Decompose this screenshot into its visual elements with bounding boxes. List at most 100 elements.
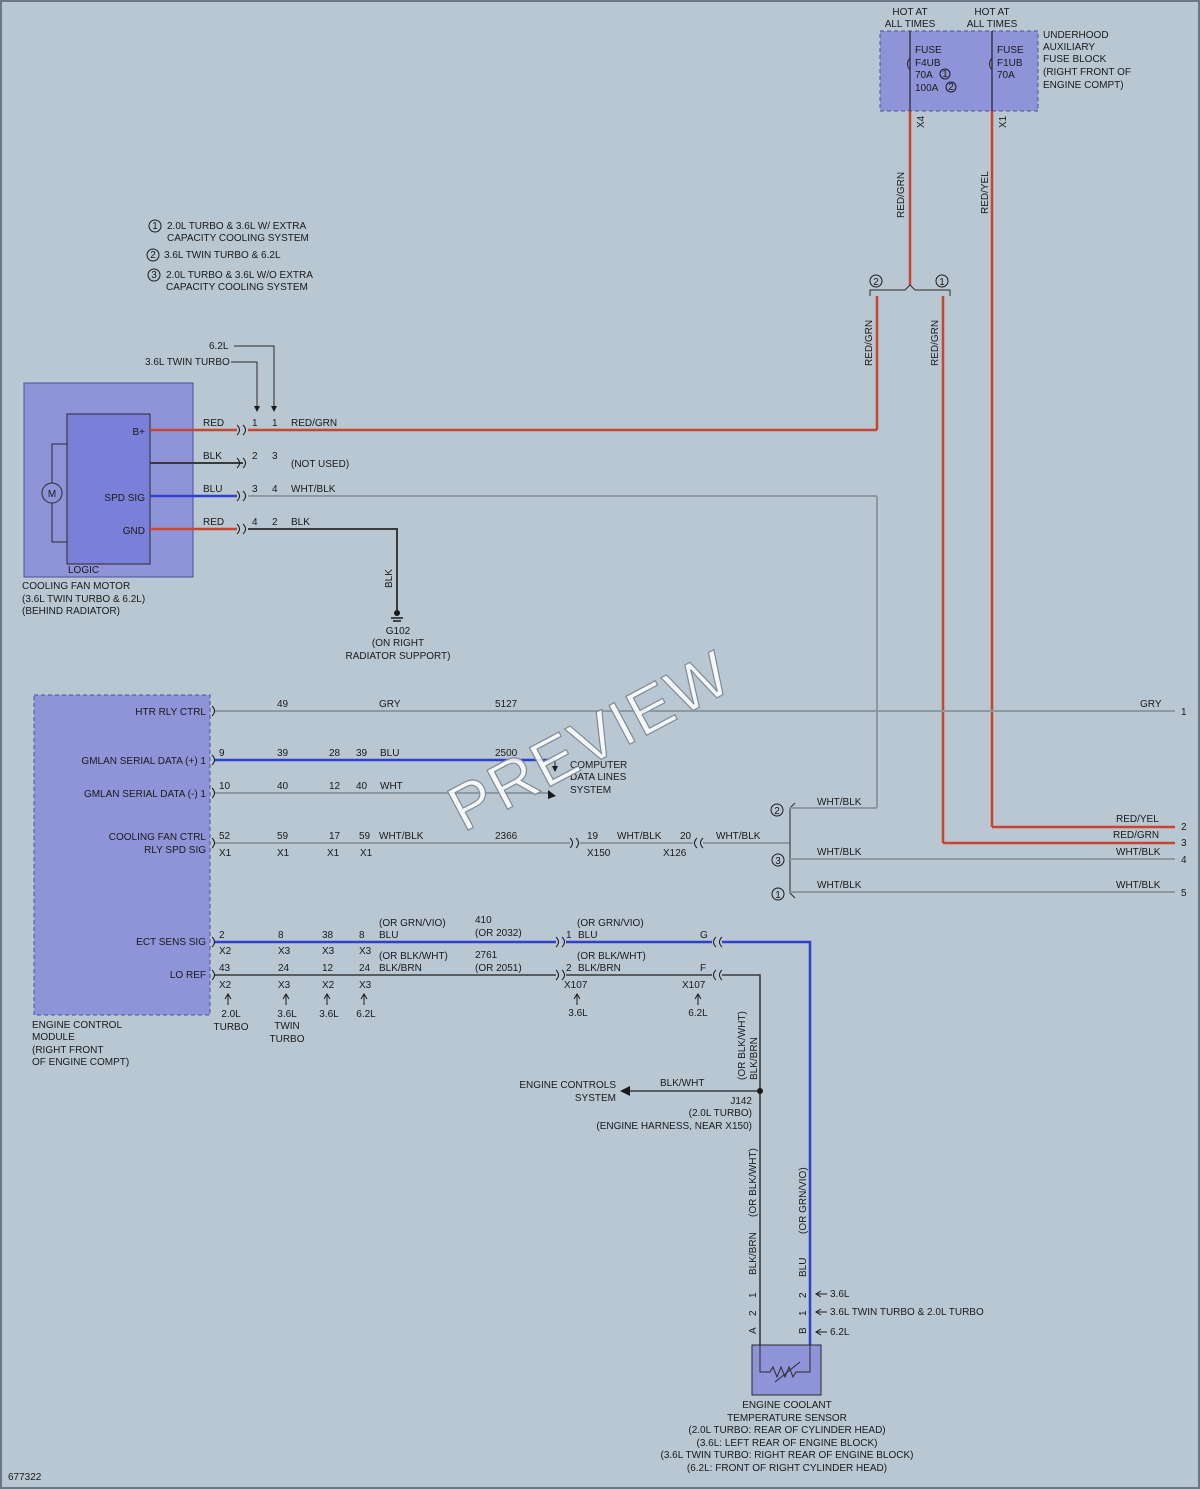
r1-wire-end: GRY xyxy=(1140,699,1162,710)
fuse-hot-label-4: ALL TIMES xyxy=(967,19,1018,30)
ect-alt: (OR GRN/VIO) xyxy=(379,918,446,929)
legend-mark-1: 1 xyxy=(152,221,158,232)
legend: 1 2.0L TURBO & 3.6L W/ EXTRA CAPACITY CO… xyxy=(146,219,313,293)
sensor-caption-4: (3.6L: LEFT REAR OF ENGINE BLOCK) xyxy=(697,1438,878,1449)
fan-w1b: RED/GRN xyxy=(291,418,337,429)
ecm-pin-cf2: RLY SPD SIG xyxy=(144,845,206,856)
ect-p3: 38 xyxy=(322,930,334,941)
legend-3-line-b: CAPACITY COOLING SYSTEM xyxy=(166,282,308,293)
fuse1-label-d: 100A xyxy=(915,83,939,94)
sensor-caption-1: ENGINE COOLANT xyxy=(742,1400,831,1411)
lo-circuit2: (OR 2051) xyxy=(475,963,522,974)
sensor-pin-a: A xyxy=(748,1327,759,1334)
lo-p5: 2 xyxy=(566,963,572,974)
r4-circuit: 2366 xyxy=(495,831,518,842)
r3-pin2: 40 xyxy=(277,781,289,792)
fan-p3a: 3 xyxy=(252,484,258,495)
fan-logic-label: LOGIC xyxy=(68,565,99,576)
sensor-pin-a2: 2 xyxy=(748,1310,759,1316)
r2-pin1: 9 xyxy=(219,748,225,759)
ect-x2: X3 xyxy=(278,946,291,957)
split-right-3-wire: WHT/BLK xyxy=(817,847,862,858)
splice-name-3: (ENGINE HARNESS, NEAR X150) xyxy=(596,1121,752,1132)
fan-caption-3: (BEHIND RADIATOR) xyxy=(22,606,120,617)
ecm-pin-cf1: COOLING FAN CTRL xyxy=(109,832,207,843)
variant-6-2l: 6.2L xyxy=(356,1009,376,1020)
ect-p2: 8 xyxy=(278,930,284,941)
fan-w3b: WHT/BLK xyxy=(291,484,336,495)
diagram-id: 677322 xyxy=(8,1472,42,1483)
fan-variant-36tt: 3.6L TWIN TURBO xyxy=(145,357,230,368)
ground-icon xyxy=(394,610,400,616)
ect-circuit1: 410 xyxy=(475,915,492,926)
ecs-label-2: SYSTEM xyxy=(575,1093,616,1104)
splice-name-2: (2.0L TURBO) xyxy=(689,1108,752,1119)
variant-2-0l-b: TURBO xyxy=(214,1022,249,1033)
lo-wire: BLK/BRN xyxy=(379,963,422,974)
fan-p2b: 3 xyxy=(272,451,278,462)
lo-circuit1: 2761 xyxy=(475,950,498,961)
wire-label-red-grn-right: RED/GRN xyxy=(930,320,941,366)
lo-x4: X3 xyxy=(359,980,372,991)
ecs-wire: BLK/WHT xyxy=(660,1078,704,1089)
lo-alt: (OR BLK/WHT) xyxy=(379,951,448,962)
split-mark-2: 2 xyxy=(873,277,879,288)
sensor-pin-b: B xyxy=(798,1327,809,1334)
legend-3-line-a: 2.0L TURBO & 3.6L W/O EXTRA xyxy=(166,270,313,281)
sensor-caption-5: (3.6L TWIN TURBO: RIGHT REAR OF ENGINE B… xyxy=(660,1450,913,1461)
splice-name-1: J142 xyxy=(730,1096,752,1107)
r4-pin6: 20 xyxy=(680,831,692,842)
fuse1-label-c: 70A xyxy=(915,70,933,81)
split-right-3-wire-end: WHT/BLK xyxy=(1116,847,1161,858)
ground-wire-label: BLK xyxy=(384,569,395,588)
exit-num-4: 4 xyxy=(1181,855,1187,866)
fuse2-label-c: 70A xyxy=(997,70,1015,81)
ecm-pin-htr: HTR RLY CTRL xyxy=(135,707,206,718)
ecm-pin-lo: LO REF xyxy=(170,970,206,981)
fuse1-mark-2: 2 xyxy=(948,82,954,93)
fuse-hot-label-3: HOT AT xyxy=(974,7,1009,18)
fuse-block-name-5: ENGINE COMPT) xyxy=(1043,80,1124,91)
r2-pin3: 28 xyxy=(329,748,341,759)
r4-pin5: 19 xyxy=(587,831,599,842)
fuse1-label-a: FUSE xyxy=(915,45,942,56)
r4-pin4: 59 xyxy=(359,831,371,842)
splice-dot xyxy=(757,1088,763,1094)
legend-1-line-b: CAPACITY COOLING SYSTEM xyxy=(167,233,309,244)
lo-wire2: BLK/BRN xyxy=(578,963,621,974)
legend-mark-2: 2 xyxy=(150,250,156,261)
lo-p2: 24 xyxy=(278,963,290,974)
r4-pin2: 59 xyxy=(277,831,289,842)
r2-circuit: 2500 xyxy=(495,748,518,759)
exit-num-5: 5 xyxy=(1181,888,1187,899)
wire-label-red-grn-top: RED/GRN xyxy=(896,172,907,218)
variant-6-2l-b: 6.2L xyxy=(688,1008,708,1019)
fuse-block-box xyxy=(879,30,1039,112)
conn-x150: X150 xyxy=(587,848,611,859)
sensor-wire-left: BLK/BRN xyxy=(748,1232,759,1275)
r4-wire2: WHT/BLK xyxy=(617,831,662,842)
sensor-pin-b2: 1 xyxy=(798,1310,809,1316)
sensor-variant-3: 6.2L xyxy=(830,1327,850,1338)
fuse2-label-b: F1UB xyxy=(997,58,1023,69)
ecm-pin-gmneg: GMLAN SERIAL DATA (-) 1 xyxy=(84,789,206,800)
fan-caption-2: (3.6L TWIN TURBO & 6.2L) xyxy=(22,594,145,605)
fan-variant-6-2l: 6.2L xyxy=(209,341,229,352)
sensor-caption-2: TEMPERATURE SENSOR xyxy=(727,1413,847,1424)
fan-caption-1: COOLING FAN MOTOR xyxy=(22,581,130,592)
r4-x1: X1 xyxy=(219,848,232,859)
ecm-caption-4: OF ENGINE COMPT) xyxy=(32,1057,129,1068)
fan-w2b: (NOT USED) xyxy=(291,459,349,470)
ect-p4: 8 xyxy=(359,930,365,941)
fuse-conn-x1: X1 xyxy=(998,115,1009,128)
r3-pin3: 12 xyxy=(329,781,341,792)
ect-wire: BLU xyxy=(379,930,398,941)
fuse-block-name-4: (RIGHT FRONT OF xyxy=(1043,67,1131,78)
fan-p1a: 1 xyxy=(252,418,258,429)
ect-x1: X2 xyxy=(219,946,232,957)
sensor-wire-right: BLU xyxy=(798,1258,809,1277)
variant-3-6l-b: 3.6L xyxy=(568,1008,588,1019)
ecm-caption-2: MODULE xyxy=(32,1032,75,1043)
fan-p4b: 2 xyxy=(272,517,278,528)
